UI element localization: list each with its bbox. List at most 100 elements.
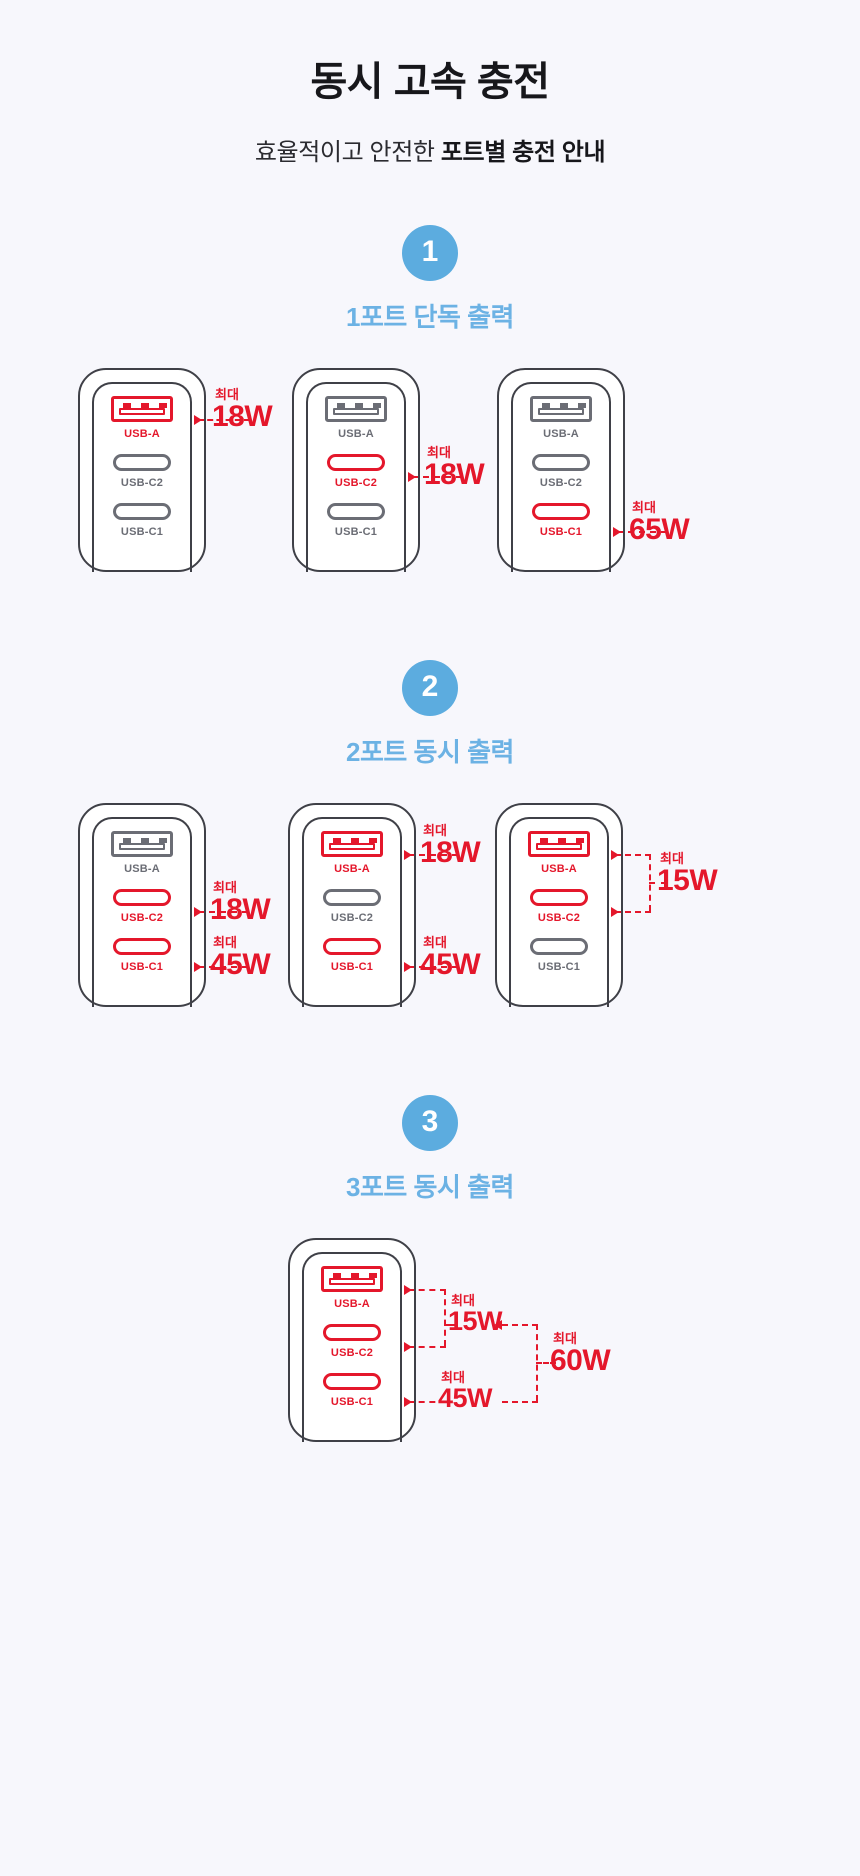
port-label-usb-a: USB-A [334,863,370,875]
page-title: 동시 고속 충전 [310,60,550,104]
section-1-title: 1포트 단독 출력 [346,302,514,332]
annotation-max-label: 최대 [213,880,237,895]
bracket-stem-15w [444,1324,456,1326]
device-2-1: USB-A USB-C2 USB-C1 [78,803,271,1007]
charger-inner-outline [302,1252,402,1442]
bracket-vertical-15w [444,1289,446,1346]
total-arrow-top [494,1320,502,1330]
total-line-bottom [502,1401,538,1403]
port-label-usb-c2: USB-C2 [334,477,378,489]
usb-c-icon [323,938,381,955]
annotation-45w: 최대 45W [420,936,481,980]
usb-c-icon [323,1324,381,1341]
annotation-max-label: 최대 [451,1293,475,1308]
usb-a-icon [321,831,383,857]
port-label-usb-c1: USB-C1 [120,526,164,538]
annotation-watt: 18W [420,836,481,869]
port-label-usb-c2: USB-C2 [120,477,164,489]
charger-body: USB-A USB-C2 USB-C1 [292,368,420,572]
port-usb-c1: USB-C1 [530,938,588,973]
port-label-usb-c1: USB-C1 [330,1396,374,1408]
annotation-watt: 45W [438,1383,493,1413]
port-usb-c2: USB-C2 [530,889,588,924]
usb-a-icon [321,1266,383,1292]
connector-line [412,476,462,478]
annotation-15w: 최대 15W [657,851,718,896]
port-label-usb-c2: USB-C2 [330,912,374,924]
section-1-badge: 1 [402,225,458,281]
connector-line-c1 [408,1401,446,1403]
port-label-usb-c1: USB-C1 [120,961,164,973]
device-1-1: USB-A USB-C2 USB-C1 [78,368,273,572]
usb-a-icon [528,831,590,857]
charger-inner-outline [509,817,609,1007]
charger-body: USB-A USB-C2 USB-C1 [495,803,623,1007]
usb-a-icon [111,396,173,422]
annotation-max-label: 최대 [213,935,237,950]
annotation-max-label: 최대 [215,387,239,402]
connector-line-a [615,854,651,856]
port-usb-c2: USB-C2 [113,454,171,489]
port-usb-c1: USB-C1 [327,503,385,538]
usb-a-icon [325,396,387,422]
port-usb-c2: USB-C2 [113,889,171,924]
usb-c-icon [327,503,385,520]
section-2: 2 2포트 동시 출력 USB-A [0,660,860,1033]
port-stack: USB-A USB-C2 USB-C1 [294,396,418,538]
device-2-3: USB-A USB-C2 USB-C1 [495,803,718,1007]
port-label-usb-a: USB-A [124,863,160,875]
port-usb-a: USB-A [528,831,590,875]
connector-arrow-a [404,1285,412,1295]
device-1-3: USB-A USB-C2 USB-C1 [497,368,690,572]
port-usb-a: USB-A [321,831,383,875]
usb-c-icon [113,503,171,520]
annotation-max-label: 최대 [660,851,684,866]
device-3-1: USB-A USB-C2 USB-C1 [288,1238,611,1442]
connector-arrow [194,415,202,425]
port-usb-c2: USB-C2 [323,889,381,924]
port-usb-c2: USB-C2 [327,454,385,489]
port-stack: USB-A USB-C2 USB-C1 [497,831,621,973]
port-label-usb-c2: USB-C2 [537,912,581,924]
usb-c-icon [113,889,171,906]
connector-arrow [408,472,416,482]
header: 동시 고속 충전 효율적이고 안전한 포트별 충전 안내 [0,0,860,167]
usb-c-icon [530,889,588,906]
port-usb-a: USB-A [111,831,173,875]
section-1-badge-wrap: 1 [0,225,860,281]
annotation-max-label: 최대 [423,823,447,838]
port-usb-c1: USB-C1 [323,1373,381,1408]
subtitle-normal: 효율적이고 안전한 [254,139,441,166]
connector-arrow [194,962,202,972]
section-3-title: 3포트 동시 출력 [346,1172,514,1202]
connector-arrow [404,962,412,972]
connector-line [617,531,667,533]
port-usb-c1: USB-C1 [113,503,171,538]
connector-line [408,966,458,968]
annotation-watt: 15W [448,1306,503,1336]
usb-c-icon [532,503,590,520]
port-label-usb-a: USB-A [334,1298,370,1310]
device-1-2: USB-A USB-C2 USB-C1 [292,368,485,572]
annotation-15w: 최대 15W [448,1293,503,1336]
section-1-devices: USB-A USB-C2 USB-C1 [0,368,860,598]
annotation-max-label: 최대 [632,500,656,515]
total-line-top [502,1324,538,1326]
annotation-18w: 최대 18W [210,880,271,925]
port-label-usb-c2: USB-C2 [120,912,164,924]
annotation-watt: 18W [212,400,273,433]
usb-c-icon [327,454,385,471]
port-usb-c1: USB-C1 [323,938,381,973]
port-usb-c1: USB-C1 [113,938,171,973]
page-subtitle: 효율적이고 안전한 포트별 충전 안내 [0,132,860,167]
annotation-max-label: 최대 [441,1370,465,1385]
usb-c-icon [532,454,590,471]
device-2-2: USB-A USB-C2 USB-C1 [288,803,481,1007]
port-usb-c2: USB-C2 [532,454,590,489]
section-2-badge-wrap: 2 [0,660,860,716]
port-label-usb-c1: USB-C1 [330,961,374,973]
port-label-usb-a: USB-A [543,428,579,440]
section-2-badge: 2 [402,660,458,716]
annotation-max-label: 최대 [427,445,451,460]
